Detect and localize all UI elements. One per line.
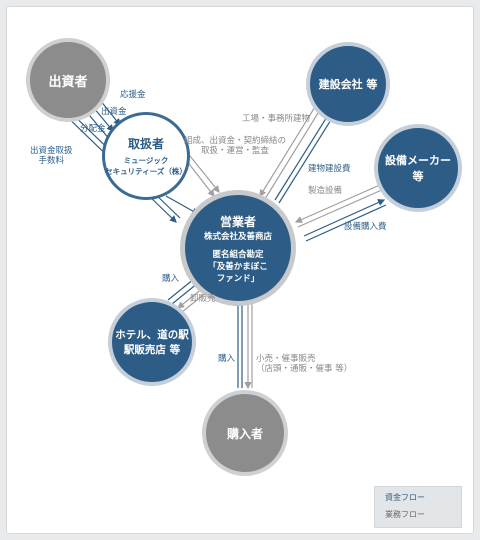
- handler-line1: ミュージック: [123, 156, 169, 165]
- handler-node: 取扱者 ミュージック セキュリティーズ（株）: [102, 112, 190, 200]
- label-construction-cost: 建物建設費: [308, 164, 351, 174]
- operator-type: 匿名組合勘定: [212, 249, 264, 260]
- label-investment: 出資金: [101, 107, 127, 117]
- buyer-node: 購入者: [202, 390, 288, 476]
- label-purchase-buyer: 購入: [218, 354, 236, 364]
- label-organization: 組成、出資金・契約締結の 取扱・運営・監査: [184, 136, 286, 156]
- label-org-line1: 組成、出資金・契約締結の: [184, 136, 287, 146]
- flow-factory: [259, 101, 319, 198]
- operator-fund-line2: ファンド」: [216, 273, 260, 284]
- investor-label: 出資者: [48, 74, 88, 90]
- legend-business-label: 業務フロー: [385, 510, 425, 519]
- buyer-label: 購入者: [226, 426, 263, 441]
- label-retail: 小売・催事販売 （店頭・通販・催事 等）: [256, 354, 352, 374]
- label-retail-line1: 小売・催事販売: [256, 354, 316, 364]
- legend-money-label: 資金フロー: [385, 493, 425, 502]
- label-factory: 工場・事務所建物: [242, 114, 311, 124]
- equipment-maker-node: 設備メーカー 等: [374, 124, 462, 212]
- handler-title: 取扱者: [127, 137, 164, 151]
- flow-manufacturing-equipment: [294, 183, 383, 223]
- label-retail-line2: （店頭・通販・催事 等）: [256, 364, 353, 374]
- label-fee-line1: 出資金取扱: [30, 146, 73, 156]
- operator-title: 営業者: [219, 214, 256, 229]
- label-distribution: 分配金: [80, 124, 106, 134]
- label-manufacturing-equipment: 製造設備: [308, 186, 343, 196]
- label-fee-line2: 手数料: [38, 156, 65, 166]
- hotel-line2: 駅販売店 等: [123, 344, 181, 356]
- operator-node: 営業者 株式会社及善商店 匿名組合勘定 「及善かまぼこ ファンド」: [180, 190, 296, 306]
- label-org-line2: 取扱・運営・監査: [201, 146, 270, 156]
- flow-construction-cost: [274, 110, 331, 201]
- flow-equipment-cost: [303, 199, 386, 237]
- flow-org-business: [185, 159, 215, 197]
- equipment-maker-label: 設備メーカー 等: [385, 154, 451, 183]
- label-support-money: 応援金: [120, 90, 146, 100]
- label-wholesale: 卸販売: [190, 294, 216, 304]
- operator-company: 株式会社及善商店: [203, 231, 272, 242]
- label-purchase-hotel: 購入: [162, 274, 180, 284]
- handler-line2: セキュリティーズ（株）: [105, 167, 187, 176]
- hotel-line1: ホテル、道の駅: [115, 329, 189, 341]
- construction-node: 建設会社 等: [306, 42, 390, 126]
- investor-node: 出資者: [26, 38, 110, 122]
- hotel-node: ホテル、道の駅 駅販売店 等: [108, 298, 196, 386]
- label-equipment-cost: 設備購入費: [344, 222, 387, 232]
- construction-label: 建設会社 等: [318, 78, 378, 91]
- legend: 資金フロー 業務フロー: [374, 486, 462, 528]
- operator-fund-line1: 「及善かまぼこ: [208, 261, 268, 272]
- label-fee: 出資金取扱 手数料: [30, 146, 73, 166]
